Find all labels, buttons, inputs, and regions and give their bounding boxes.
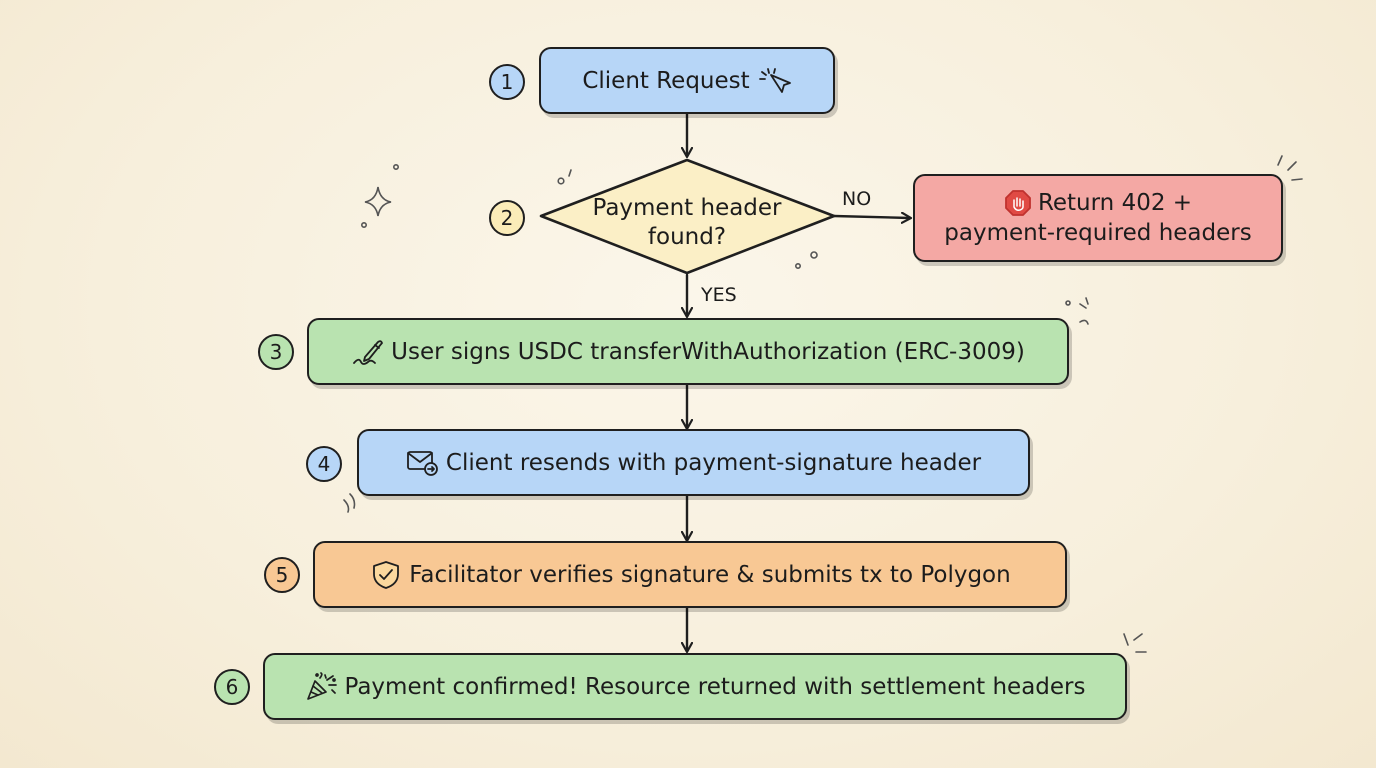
pen-icon xyxy=(351,337,385,367)
step-4-label: Client resends with payment-signature he… xyxy=(445,449,982,476)
step-number-4: 4 xyxy=(306,446,342,482)
step-1-label: Client Request xyxy=(582,67,750,94)
step-facilitator-verifies: Facilitator verifies signature & submits… xyxy=(313,541,1067,608)
step-number-6: 6 xyxy=(214,669,250,705)
no-branch-label: NO xyxy=(842,188,872,210)
arrow-no-branch xyxy=(832,216,910,218)
step-number-1: 1 xyxy=(489,64,525,100)
envelope-send-icon xyxy=(406,448,440,478)
step-number-2: 2 xyxy=(489,200,525,236)
step-return-402: Return 402 + payment-required headers xyxy=(913,174,1283,262)
step-user-signs: User signs USDC transferWithAuthorizatio… xyxy=(307,318,1069,385)
shield-check-icon xyxy=(369,560,403,590)
step-5-label: Facilitator verifies signature & submits… xyxy=(409,561,1011,588)
step-client-request: Client Request xyxy=(539,47,835,114)
decision-label-line1: Payment header xyxy=(592,195,782,221)
step-payment-confirmed: Payment confirmed! Resource returned wit… xyxy=(263,653,1127,720)
party-popper-icon xyxy=(305,671,339,702)
step-client-resends: Client resends with payment-signature he… xyxy=(357,429,1030,496)
step-number-3: 3 xyxy=(258,334,294,370)
decision-diamond xyxy=(539,158,836,275)
cursor-click-icon xyxy=(758,66,792,96)
step-6-label: Payment confirmed! Resource returned wit… xyxy=(344,673,1086,700)
yes-branch-label: YES xyxy=(701,284,737,306)
reject-label-line2: payment-required headers xyxy=(944,220,1252,246)
decision-label-line2: found? xyxy=(647,224,727,250)
reject-label-line1: Return 402 + xyxy=(1037,190,1193,216)
decision-label: Payment header found? xyxy=(560,194,814,252)
step-3-label: User signs USDC transferWithAuthorizatio… xyxy=(391,338,1025,365)
sparkle-decoration xyxy=(343,155,1303,653)
stop-hand-icon xyxy=(1004,189,1032,217)
step-number-5: 5 xyxy=(264,557,300,593)
